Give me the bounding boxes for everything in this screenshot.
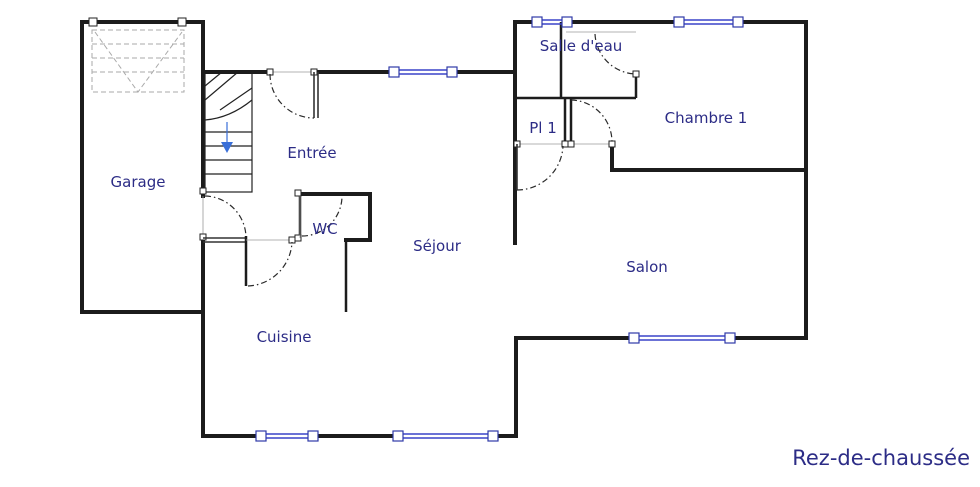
garage-door <box>88 17 187 93</box>
room-label-wc: WC <box>312 220 337 238</box>
floor-title: Rez-de-chaussée <box>792 446 970 470</box>
window-south-cuisine <box>255 430 319 442</box>
east-block-walls <box>513 20 808 340</box>
cuisine-partition <box>244 236 296 287</box>
staircase <box>199 71 253 195</box>
room-label-entree: Entrée <box>287 144 336 162</box>
window-north-chambre <box>673 16 744 28</box>
window-south-sejour <box>392 430 499 442</box>
window-north-sejour <box>388 66 458 78</box>
north-wall <box>201 68 517 119</box>
garage-door-hinge-left <box>88 17 98 27</box>
room-label-garage: Garage <box>111 173 166 191</box>
window-north-salle-deau <box>531 16 573 28</box>
room-label-salon: Salon <box>626 258 668 276</box>
room-label-salle-deau: Salle d'eau <box>540 37 623 55</box>
stair-direction-arrow <box>221 142 233 153</box>
cuisine-west-wall <box>199 195 247 438</box>
garage-walls <box>80 20 205 314</box>
room-label-sejour: Séjour <box>413 237 462 255</box>
room-label-chambre1: Chambre 1 <box>665 109 748 127</box>
garage-door-hinge-right <box>177 17 187 27</box>
room-label-cuisine: Cuisine <box>257 328 312 346</box>
wc-walls <box>294 189 372 312</box>
room-label-pl1: Pl 1 <box>529 119 557 137</box>
window-south-salon <box>628 332 736 344</box>
south-wall <box>201 336 518 438</box>
east-block-doors <box>513 31 640 191</box>
